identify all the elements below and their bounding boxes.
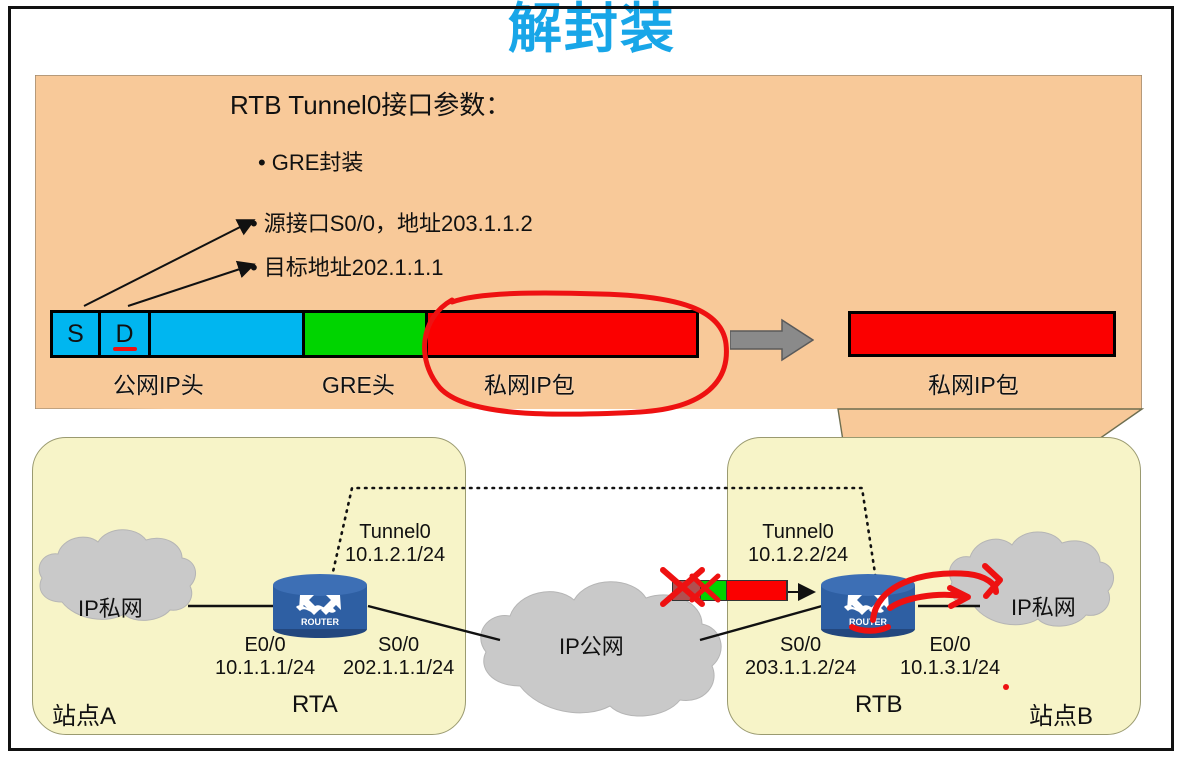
transform-arrow-icon xyxy=(730,318,814,362)
callout-bullet-2-text: 目标地址202.1.1.1 xyxy=(263,255,444,280)
packet-segment-1: D xyxy=(101,313,151,355)
iface-e00-a-name: E0/0 xyxy=(244,634,286,656)
iface-s00-a-addr: 202.1.1.1/24 xyxy=(343,657,455,679)
packet-segment-2 xyxy=(151,313,305,355)
tunnel0-name-b: Tunnel0 xyxy=(762,521,834,543)
site-b-box xyxy=(727,437,1141,735)
packet-bar-decapsulated xyxy=(848,311,1116,357)
iface-e00-b-name: E0/0 xyxy=(929,634,971,656)
tunnel0-addr-b: 10.1.2.2/24 xyxy=(748,544,849,566)
cloud-label-private-a: IP私网 xyxy=(78,596,143,621)
iface-e00-b: E0/0 10.1.3.1/24 xyxy=(900,634,1000,680)
bullet-marker-icon: • xyxy=(258,150,266,175)
site-a-box xyxy=(32,437,466,735)
packet-caption-1: GRE头 xyxy=(322,372,395,398)
router-name-rtb: RTB xyxy=(855,691,903,718)
callout-heading: RTB Tunnel0接口参数： xyxy=(230,90,512,120)
page-title: 解封装 xyxy=(508,0,676,59)
callout-bullet-0-text: GRE封装 xyxy=(271,150,364,175)
transit-packet xyxy=(672,580,788,601)
tunnel0-label-a: Tunnel0 10.1.2.1/24 xyxy=(345,521,445,567)
packet-right-caption: 私网IP包 xyxy=(928,372,1019,398)
site-label-a: 站点A xyxy=(52,703,117,730)
iface-s00-b: S0/0 203.1.1.2/24 xyxy=(745,634,856,680)
iface-s00-a: S0/0 202.1.1.1/24 xyxy=(343,634,454,680)
bullet-marker-icon: • xyxy=(250,211,258,236)
iface-e00-b-addr: 10.1.3.1/24 xyxy=(900,657,1001,679)
callout-bullet-2: •目标地址202.1.1.1 xyxy=(250,250,443,282)
packet-segment-1-label: D xyxy=(115,319,134,348)
packet-segment-4 xyxy=(428,313,696,355)
transit-packet-segment-2 xyxy=(727,581,787,600)
router-name-rta: RTA xyxy=(292,691,338,718)
packet-caption-0: 公网IP头 xyxy=(113,372,204,398)
callout-panel xyxy=(35,75,1142,409)
packet-segment-3 xyxy=(305,313,428,355)
router-rta: ROUTER xyxy=(272,573,368,639)
tunnel0-label-b: Tunnel0 10.1.2.2/24 xyxy=(748,521,848,567)
transit-packet-segment-1 xyxy=(701,581,727,600)
site-label-b: 站点B xyxy=(1029,703,1094,730)
iface-e00-a: E0/0 10.1.1.1/24 xyxy=(215,634,315,680)
cloud-label-private-b: IP私网 xyxy=(1011,595,1076,620)
tunnel0-name-a: Tunnel0 xyxy=(359,521,431,543)
svg-text:ROUTER: ROUTER xyxy=(301,617,340,627)
callout-bullet-1-text: 源接口S0/0，地址203.1.1.2 xyxy=(263,211,533,236)
bullet-marker-icon: • xyxy=(250,255,258,280)
transit-packet-segment-0 xyxy=(673,581,701,600)
slide-frame xyxy=(8,6,1174,751)
packet-segment-0-label: S xyxy=(67,319,84,348)
iface-s00-b-name: S0/0 xyxy=(780,634,822,656)
router-rtb: ROUTER xyxy=(820,573,916,639)
iface-e00-a-addr: 10.1.1.1/24 xyxy=(215,657,316,679)
cloud-label-public: IP公网 xyxy=(559,634,624,659)
tunnel0-addr-a: 10.1.2.1/24 xyxy=(345,544,446,566)
packet-segment-0: S xyxy=(53,313,101,355)
iface-s00-b-addr: 203.1.1.2/24 xyxy=(745,657,857,679)
svg-text:ROUTER: ROUTER xyxy=(849,617,888,627)
iface-s00-a-name: S0/0 xyxy=(378,634,420,656)
packet-caption-2: 私网IP包 xyxy=(484,372,575,398)
callout-bullet-1: •源接口S0/0，地址203.1.1.2 xyxy=(250,206,533,238)
red-underline-d xyxy=(112,347,137,351)
callout-bullet-0: •GRE封装 xyxy=(258,145,363,177)
